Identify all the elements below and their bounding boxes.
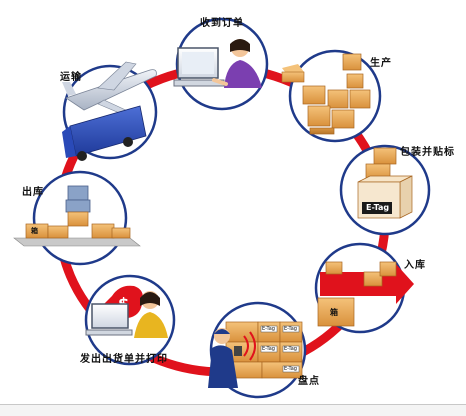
- label-packing-labeling: 包装并贴标: [400, 147, 455, 158]
- inventory-scan-icon: [208, 321, 303, 388]
- inventory-tag-4: E-Tag: [284, 346, 297, 352]
- inventory-tag-3: E-Tag: [262, 346, 275, 352]
- label-production: 生产: [370, 58, 392, 69]
- label-warehouse-out: 出库: [22, 187, 44, 198]
- label-warehouse-in: 入库: [404, 260, 426, 271]
- inventory-tag-5: E-Tag: [284, 366, 297, 372]
- box-mark-warehouse-out: 箱: [31, 227, 38, 235]
- box-mark-warehouse-in: 箱: [330, 308, 338, 317]
- etag-box-icon: [357, 147, 413, 219]
- inventory-tag-2: E-Tag: [284, 326, 297, 332]
- label-ship-print: 发出出货单并打印: [80, 354, 168, 365]
- etag-label: E-Tag: [366, 203, 390, 212]
- plane-truck-icon: [62, 61, 157, 161]
- warehouse-shelf-icon: [13, 185, 141, 247]
- box-icon: [281, 64, 305, 83]
- label-transport: 运输: [60, 72, 82, 83]
- inventory-tag-1: E-Tag: [262, 326, 275, 332]
- label-receive-order: 收到订单: [200, 18, 244, 29]
- inbound-arrow-icon: [317, 261, 414, 327]
- box-stack-icon: [302, 53, 371, 135]
- shipping-print-icon: $: [85, 285, 168, 338]
- label-inventory: 盘点: [298, 376, 320, 387]
- bottom-strip: [0, 404, 466, 416]
- computer-user-icon: [173, 39, 262, 88]
